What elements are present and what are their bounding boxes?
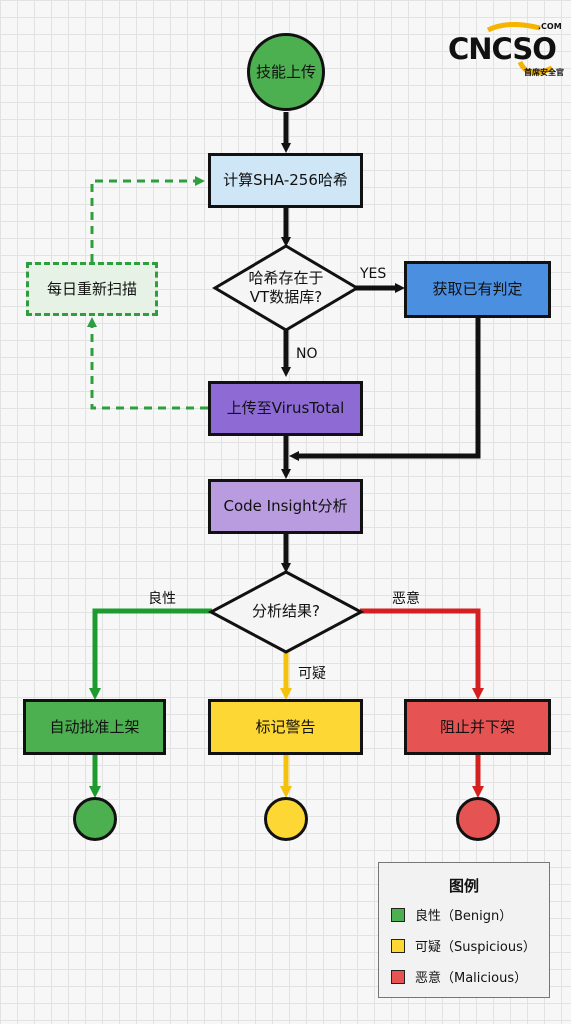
flag-warning-node: 标记警告	[208, 699, 363, 755]
suspicious-swatch	[391, 938, 405, 953]
legend-item-benign: 良性（Benign）	[391, 905, 512, 924]
edge-label-yes: YES	[360, 266, 387, 282]
decision-vt-shape	[212, 244, 360, 332]
edge-verdict-to-merge	[289, 318, 481, 461]
start-node: 技能上传	[247, 33, 325, 111]
legend-label: 恶意（Malicious）	[415, 971, 528, 986]
code-insight-node: Code Insight分析	[208, 479, 363, 534]
legend-label: 良性（Benign）	[415, 909, 513, 924]
legend-label: 可疑（Suspicious）	[415, 940, 536, 955]
upload-virustotal-node: 上传至VirusTotal	[208, 381, 363, 436]
legend-item-suspicious: 可疑（Suspicious）	[391, 936, 536, 955]
edge-label-suspicious: 可疑	[298, 666, 326, 682]
daily-rescan-node: 每日重新扫描	[26, 262, 158, 316]
edge-upload-to-rescan	[87, 317, 208, 410]
legend-title: 图例	[448, 877, 479, 895]
edge-malicious	[360, 608, 484, 700]
block-remove-node: 阻止并下架	[404, 699, 551, 755]
legend: 图例 良性（Benign） 可疑（Suspicious） 恶意（Maliciou…	[378, 862, 550, 998]
benign-swatch	[391, 907, 405, 922]
edge-label-no: NO	[296, 346, 318, 362]
logo-subtitle: 首席安全官	[524, 68, 564, 77]
logo-text: CNCSO	[448, 32, 557, 66]
cncso-logo: CNCSO .COM 首席安全官	[448, 22, 566, 82]
get-verdict-node: 获取已有判定	[404, 261, 551, 318]
logo-swoosh-icon	[486, 22, 554, 76]
edge-label-malicious: 恶意	[392, 591, 420, 607]
decision-vt-label: 哈希存在于 VT数据库?	[248, 268, 324, 307]
edge-benign	[89, 608, 212, 700]
malicious-swatch	[391, 969, 405, 984]
end-malicious-node	[456, 797, 500, 841]
decision-result-label: 分析结果?	[252, 602, 320, 621]
logo-com: .COM	[538, 22, 562, 31]
edge-label-benign: 良性	[148, 591, 176, 607]
edge-rescan-to-sha	[90, 176, 205, 262]
legend-item-malicious: 恶意（Malicious）	[391, 967, 527, 986]
decision-result-shape	[207, 570, 365, 654]
compute-sha256-node: 计算SHA-256哈希	[208, 153, 363, 208]
auto-approve-node: 自动批准上架	[23, 699, 166, 755]
end-benign-node	[73, 797, 117, 841]
end-suspicious-node	[264, 797, 308, 841]
